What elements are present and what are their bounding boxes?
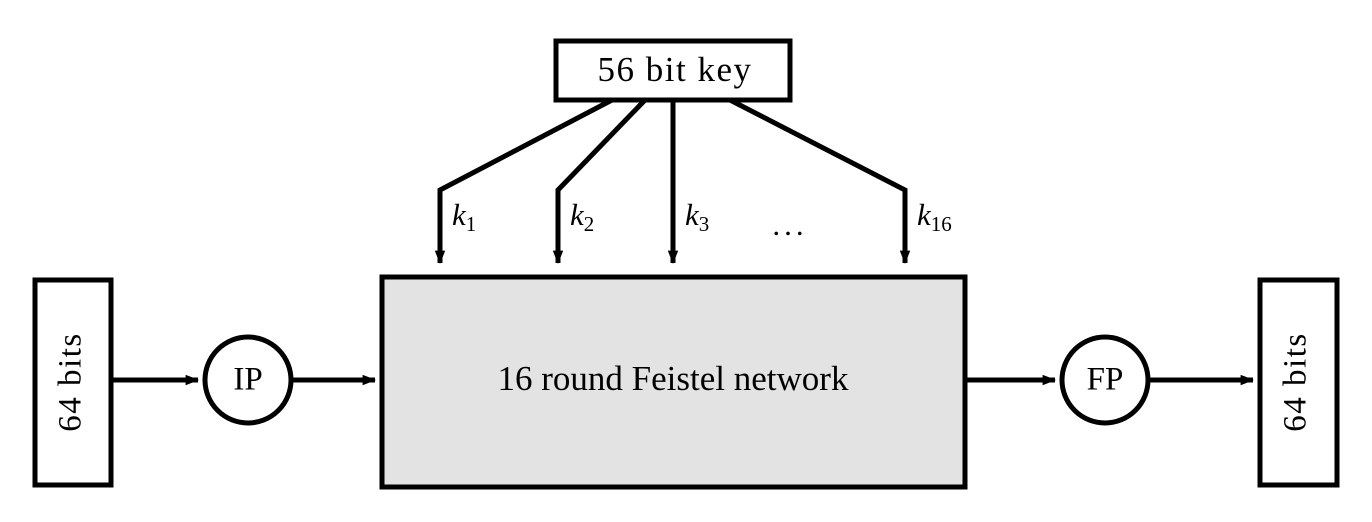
input-box-label: 64 bits: [53, 332, 89, 431]
output-box-label: 64 bits: [1278, 332, 1314, 431]
subkey-lines-group: [440, 97, 905, 263]
subkey-subscript-k3: 3: [699, 212, 710, 236]
subkey-line-k2: [558, 98, 647, 263]
fp-node-label: FP: [1087, 362, 1124, 398]
key-box-label: 56 bit key: [598, 50, 753, 89]
ip-node-group: IP: [202, 334, 294, 426]
subkey-label-k3: k3: [685, 197, 709, 236]
subkey-base-k3: k: [685, 197, 700, 232]
subkey-subscript-k1: 1: [466, 212, 477, 236]
subkey-ellipsis: ...: [772, 207, 807, 242]
subkey-base-k2: k: [570, 197, 585, 232]
subkey-line-k16: [728, 97, 905, 263]
feistel-box-group: 16 round Feistel network: [379, 274, 968, 490]
ip-node-label: IP: [233, 362, 262, 398]
output-box: [1257, 277, 1340, 488]
subkey-subscript-k2: 2: [584, 212, 595, 236]
output-box-group: 64 bits: [1257, 277, 1340, 488]
feistel-box-label: 16 round Feistel network: [498, 359, 849, 398]
subkey-subscript-k16: 16: [931, 212, 952, 236]
subkey-base-k16: k: [917, 197, 932, 232]
subkey-label-k16: k16: [917, 197, 952, 236]
input-box-group: 64 bits: [32, 277, 114, 488]
subkey-label-k2: k2: [570, 197, 594, 236]
key-box-group: 56 bit key: [553, 38, 793, 103]
subkey-label-k1: k1: [452, 197, 476, 236]
input-box: [32, 277, 114, 488]
subkey-line-k1: [440, 97, 614, 263]
subkey-labels-group: k1 k2 k3 k16 ...: [452, 197, 952, 242]
fp-node-group: FP: [1059, 334, 1151, 426]
subkey-base-k1: k: [452, 197, 467, 232]
